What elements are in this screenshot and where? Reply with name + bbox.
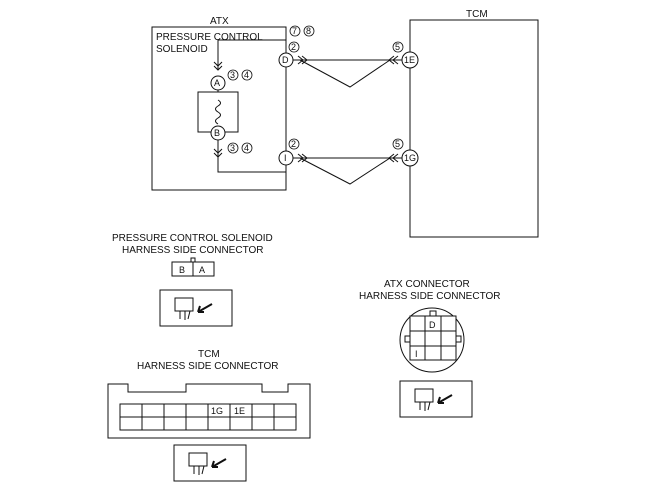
coil-terminal-b: B bbox=[210, 125, 226, 141]
tcm-connector-title2: HARNESS SIDE CONNECTOR bbox=[137, 361, 279, 372]
svg-text:2: 2 bbox=[291, 139, 296, 149]
terminal-i: I bbox=[278, 150, 294, 166]
svg-text:5: 5 bbox=[395, 42, 400, 52]
atx-label: ATX bbox=[210, 16, 229, 27]
solenoid-wiring bbox=[197, 39, 287, 173]
solenoid-label-line2: SOLENOID bbox=[156, 44, 208, 55]
pcs-cell-b: B bbox=[179, 265, 185, 275]
pcs-connector-plug-icon bbox=[159, 289, 233, 327]
svg-text:4: 4 bbox=[244, 70, 249, 80]
atx-connector-plug-icon bbox=[399, 380, 473, 418]
svg-text:7: 7 bbox=[292, 26, 297, 36]
note-1g-5: 5 bbox=[392, 138, 404, 150]
coil-terminal-a: A bbox=[210, 75, 226, 91]
pcs-connector-face: B A bbox=[171, 257, 215, 277]
pcs-connector-title1: PRESSURE CONTROL SOLENOID bbox=[112, 233, 273, 244]
tcm-connector-face: 1G 1E bbox=[107, 383, 311, 439]
tcm-box bbox=[409, 19, 539, 238]
svg-text:1E: 1E bbox=[404, 55, 415, 65]
terminal-d: D bbox=[278, 52, 294, 68]
svg-text:8: 8 bbox=[306, 26, 311, 36]
svg-text:B: B bbox=[214, 128, 220, 138]
svg-text:3: 3 bbox=[230, 143, 235, 153]
note-coil-a-3-4: 3 4 bbox=[227, 69, 253, 81]
tcm-connector-plug-icon bbox=[173, 444, 247, 482]
svg-text:1G: 1G bbox=[404, 153, 416, 163]
svg-text:I: I bbox=[284, 153, 287, 163]
svg-text:D: D bbox=[282, 55, 289, 65]
svg-text:5: 5 bbox=[395, 139, 400, 149]
terminal-1g: 1G bbox=[401, 149, 419, 167]
atx-cell-d: D bbox=[429, 320, 436, 330]
wire-i-1g bbox=[293, 153, 402, 185]
pcs-cell-a: A bbox=[199, 265, 205, 275]
tcm-connector-title1: TCM bbox=[198, 349, 220, 360]
solenoid-label-line1: PRESSURE CONTROL bbox=[156, 32, 263, 43]
svg-text:2: 2 bbox=[291, 42, 296, 52]
pcs-connector-title2: HARNESS SIDE CONNECTOR bbox=[122, 245, 264, 256]
atx-cell-i: I bbox=[415, 349, 418, 359]
note-d-2: 2 bbox=[288, 41, 300, 53]
note-1e-5: 5 bbox=[392, 41, 404, 53]
atx-connector-title1: ATX CONNECTOR bbox=[384, 279, 470, 290]
svg-text:3: 3 bbox=[230, 70, 235, 80]
wire-d-1e bbox=[293, 55, 402, 88]
note-i-2: 2 bbox=[288, 138, 300, 150]
atx-connector-face: D I bbox=[399, 307, 465, 373]
tcm-cell-1e: 1E bbox=[234, 406, 245, 416]
tcm-label: TCM bbox=[466, 9, 488, 20]
atx-box bbox=[151, 26, 287, 191]
terminal-1e: 1E bbox=[401, 51, 419, 69]
svg-text:4: 4 bbox=[244, 143, 249, 153]
tcm-cell-1g: 1G bbox=[211, 406, 223, 416]
note-7-8: 7 8 bbox=[289, 25, 315, 37]
svg-text:A: A bbox=[214, 78, 220, 88]
note-coil-b-3-4: 3 4 bbox=[227, 142, 253, 154]
atx-connector-title2: HARNESS SIDE CONNECTOR bbox=[359, 291, 501, 302]
